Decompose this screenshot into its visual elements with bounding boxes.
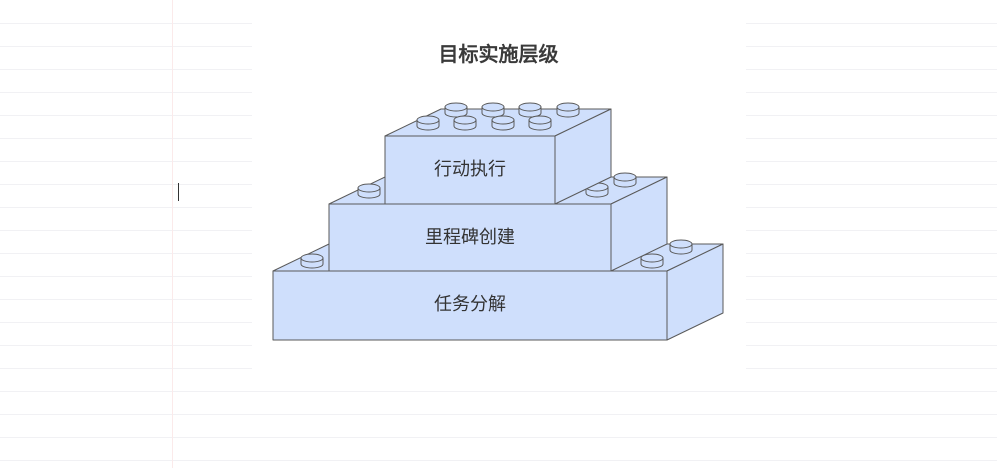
block-level-3-stud (669, 239, 693, 255)
block-level-1-label: 行动执行 (434, 159, 506, 180)
block-level-1-stud (444, 102, 468, 118)
block-level-3-label: 任务分解 (434, 294, 506, 315)
block-level-1-stud (528, 115, 552, 131)
text-cursor (178, 183, 179, 201)
block-level-2-front (328, 203, 612, 272)
page-margin-line (172, 0, 173, 468)
block-level-1-front (384, 135, 556, 205)
block-level-1-stud (416, 115, 440, 131)
block-level-1-stud (481, 102, 505, 118)
block-level-2-label: 里程碑创建 (425, 227, 515, 248)
block-level-3-front (272, 270, 668, 341)
block-level-1-stud (518, 102, 542, 118)
block-level-1-stud (556, 102, 580, 118)
block-level-3-stud (640, 253, 664, 269)
block-level-1-stud (453, 115, 477, 131)
block-level-3[interactable] (272, 239, 724, 341)
block-level-2-stud (357, 183, 381, 199)
block-level-1[interactable] (384, 102, 612, 205)
block-level-3-stud (300, 253, 324, 269)
diagram-title: 目标实施层级 (438, 42, 559, 66)
block-level-1-stud (491, 115, 515, 131)
block-level-2-stud (613, 172, 637, 188)
